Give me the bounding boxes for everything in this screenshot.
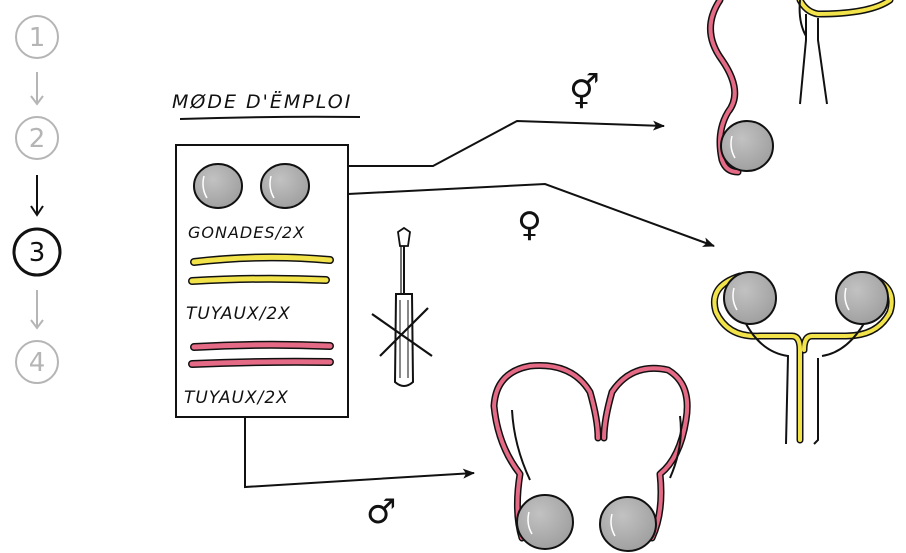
- female-anatomy: [711, 271, 896, 445]
- gonad-left-highlight: [202, 175, 208, 199]
- male-gonad-left: [516, 494, 574, 550]
- male-outer-wall: [511, 409, 682, 481]
- step-1: 1: [15, 15, 59, 59]
- step-3-circle: [12, 227, 62, 277]
- step-arrow-1-2: [30, 72, 44, 106]
- female-gonad-left-highlight: [732, 287, 738, 311]
- step-1-label: 1: [29, 23, 46, 53]
- intersex-gonad-highlight: [730, 135, 736, 159]
- pink-tubes: [188, 340, 334, 368]
- male-anatomy: [490, 362, 691, 552]
- intersex-anatomy: [707, 0, 894, 176]
- female-yellow-duct-fill: [712, 274, 894, 442]
- step-4: 4: [15, 340, 59, 384]
- step-2-label: 2: [29, 124, 46, 154]
- female-gonad-right: [835, 271, 889, 325]
- pink-tube-2-fill: [189, 359, 333, 367]
- female-gonad-left: [723, 271, 777, 325]
- arrow-to-intersex: [348, 119, 665, 167]
- pink-tube-1-fill: [191, 342, 333, 350]
- intersex-gonad: [720, 120, 774, 172]
- yellow-tubes-label: TUYAUX/2X: [186, 304, 291, 324]
- intersex-urethra: [799, 14, 828, 105]
- male-gonad-left-highlight: [527, 511, 533, 535]
- intersex-pink-duct-fill: [708, 0, 740, 174]
- gonad-right-highlight: [269, 175, 275, 199]
- arrow-to-female: [347, 182, 715, 247]
- manual-title-underline: [179, 115, 361, 120]
- female-outer-wall: [743, 319, 867, 445]
- yellow-tubes: [188, 253, 334, 285]
- male-symbol: ♂: [366, 492, 396, 532]
- arrow-to-male: [244, 417, 475, 489]
- step-indicator: 1 2 3 4: [12, 15, 62, 384]
- screwdriver-icon: [393, 226, 415, 387]
- gonad-left: [193, 163, 243, 209]
- kit-card: GONADES/2X TUYAUX/2X TUYAUX/2X: [175, 144, 349, 418]
- step-1-circle: [15, 15, 59, 59]
- female-symbol: ♀: [517, 205, 542, 245]
- yellow-tube-1-fill: [191, 254, 333, 265]
- male-pink-duct-fill: [492, 363, 690, 540]
- crossed-out-icon: [371, 307, 433, 357]
- step-2-circle: [15, 116, 59, 160]
- pink-tubes-label: TUYAUX/2X: [184, 388, 289, 408]
- gonads-label: GONADES/2X: [188, 223, 305, 242]
- intersex-yellow-duct-fill: [798, 0, 892, 17]
- intersex-wall: [798, 0, 807, 37]
- step-4-label: 4: [29, 348, 46, 378]
- yellow-tube-2-fill: [189, 276, 329, 284]
- gonad-right: [260, 163, 310, 209]
- step-2: 2: [15, 116, 59, 160]
- step-4-circle: [15, 340, 59, 384]
- step-arrow-2-3: [30, 175, 44, 217]
- male-gonad-right: [599, 496, 657, 552]
- intersex-symbol: ⚥: [569, 72, 600, 113]
- gonad-pair: [193, 163, 310, 209]
- male-gonad-right-highlight: [610, 513, 616, 537]
- step-3: 3: [12, 227, 62, 277]
- female-gonad-right-highlight: [844, 287, 850, 311]
- manual-title: MØDE D'ËMPLOI: [172, 90, 352, 113]
- step-arrow-3-4: [30, 290, 44, 330]
- step-3-label: 3: [29, 238, 46, 268]
